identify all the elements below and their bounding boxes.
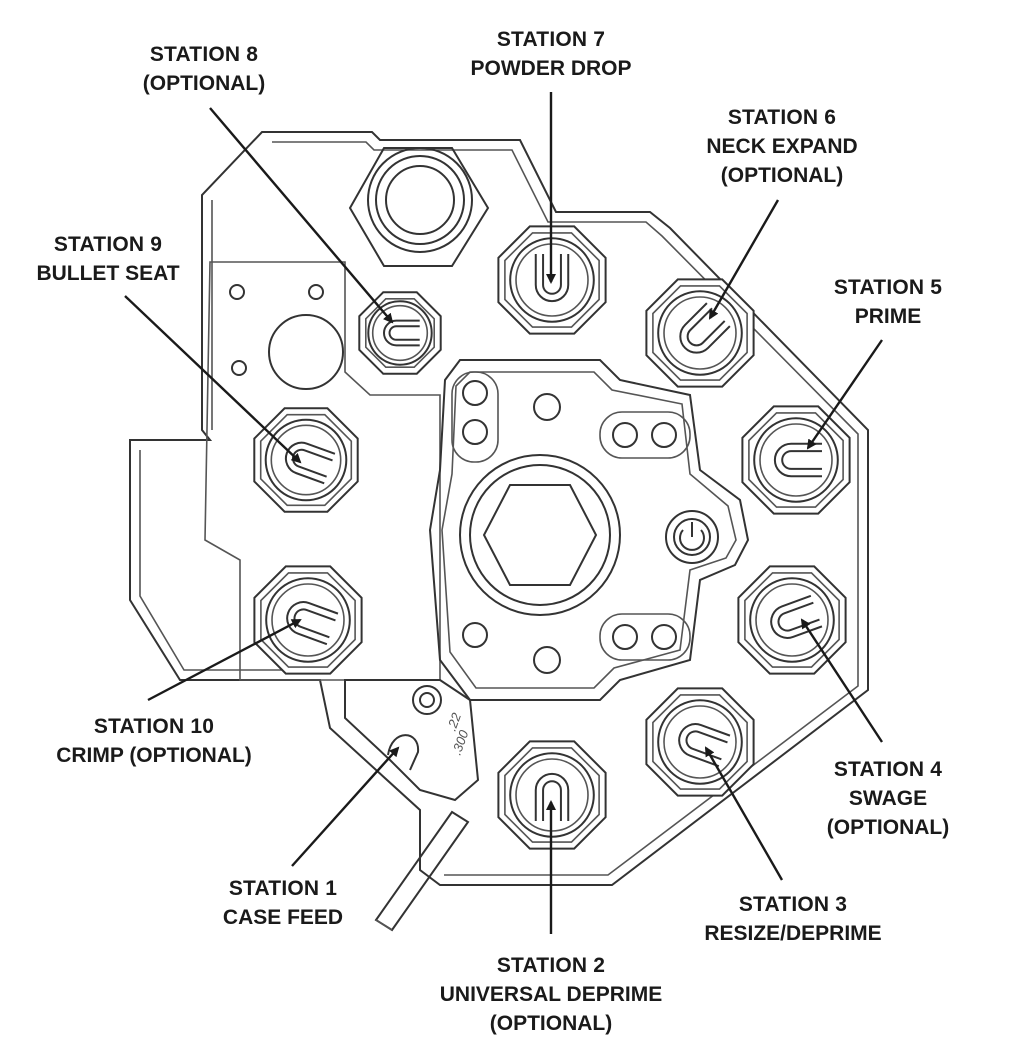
leader-station-9 [124,295,302,464]
station-9-title: STATION 9 [53,233,163,256]
die-station-10 [253,565,363,675]
leader-station-1 [291,746,400,867]
station-6-title: STATION 6 [727,106,837,129]
station-8-title: STATION 8 [149,43,259,66]
station-5-title: STATION 5 [833,276,943,299]
case-feed-tube [374,810,470,932]
station-2-label: STATION 2 UNIVERSAL DEPRIME (OPTIONAL) [440,951,662,1038]
station-3-label: STATION 3 RESIZE/DEPRIME [704,890,881,948]
station-4-title: STATION 4 [833,758,943,781]
case-feed-plate [344,679,480,802]
station-1-desc: CASE FEED [222,906,344,929]
station-10-label: STATION 10 CRIMP (OPTIONAL) [56,712,252,770]
leader-station-6 [708,199,780,320]
station-10-title: STATION 10 [93,715,215,738]
power-icon [665,510,719,564]
station-4-desc-1: SWAGE [848,787,928,810]
station-6-label: STATION 6 NECK EXPAND (OPTIONAL) [706,103,857,190]
station-1-title: STATION 1 [228,877,338,900]
die-station-4 [737,565,847,675]
die-station-8 [358,291,442,375]
station-3-title: STATION 3 [738,893,848,916]
station-9-label: STATION 9 BULLET SEAT [36,230,179,288]
station-8-label: STATION 8 (OPTIONAL) [143,40,265,98]
station-8-desc: (OPTIONAL) [142,72,266,95]
station-2-desc-2: (OPTIONAL) [489,1012,613,1035]
hub-holes [451,371,691,674]
station-9-desc: BULLET SEAT [36,262,180,285]
station-5-label: STATION 5 PRIME [834,273,942,331]
station-7-title: STATION 7 [496,28,606,51]
die-station-9 [253,407,359,513]
leader-station-8 [209,107,394,324]
station-6-desc-1: NECK EXPAND [706,135,858,158]
leader-station-4 [800,618,884,743]
station-7-desc: POWDER DROP [470,57,632,80]
leader-lines [124,92,884,934]
station-5-desc: PRIME [854,305,922,328]
station-7-label: STATION 7 POWDER DROP [470,25,631,83]
station-4-label: STATION 4 SWAGE (OPTIONAL) [827,755,949,842]
hex-nut [348,147,490,267]
die-station-5 [741,405,851,515]
station-6-desc-2: (OPTIONAL) [720,164,844,187]
plate-mark-22: .22 [444,710,465,733]
station-1-label: STATION 1 CASE FEED [223,874,343,932]
leader-station-5 [806,339,883,450]
die-station-6 [645,278,755,388]
center-nut [482,484,598,586]
leader-station-10 [147,618,302,702]
station-4-desc-2: (OPTIONAL) [826,816,950,839]
station-10-desc: CRIMP (OPTIONAL) [56,744,252,767]
bracket-port [268,314,344,390]
leader-station-3 [704,746,784,881]
die-station-3 [645,687,755,797]
station-3-desc: RESIZE/DEPRIME [704,922,882,945]
station-2-title: STATION 2 [496,954,606,977]
center-hub [428,359,750,701]
station-2-desc-1: UNIVERSAL DEPRIME [439,983,663,1006]
